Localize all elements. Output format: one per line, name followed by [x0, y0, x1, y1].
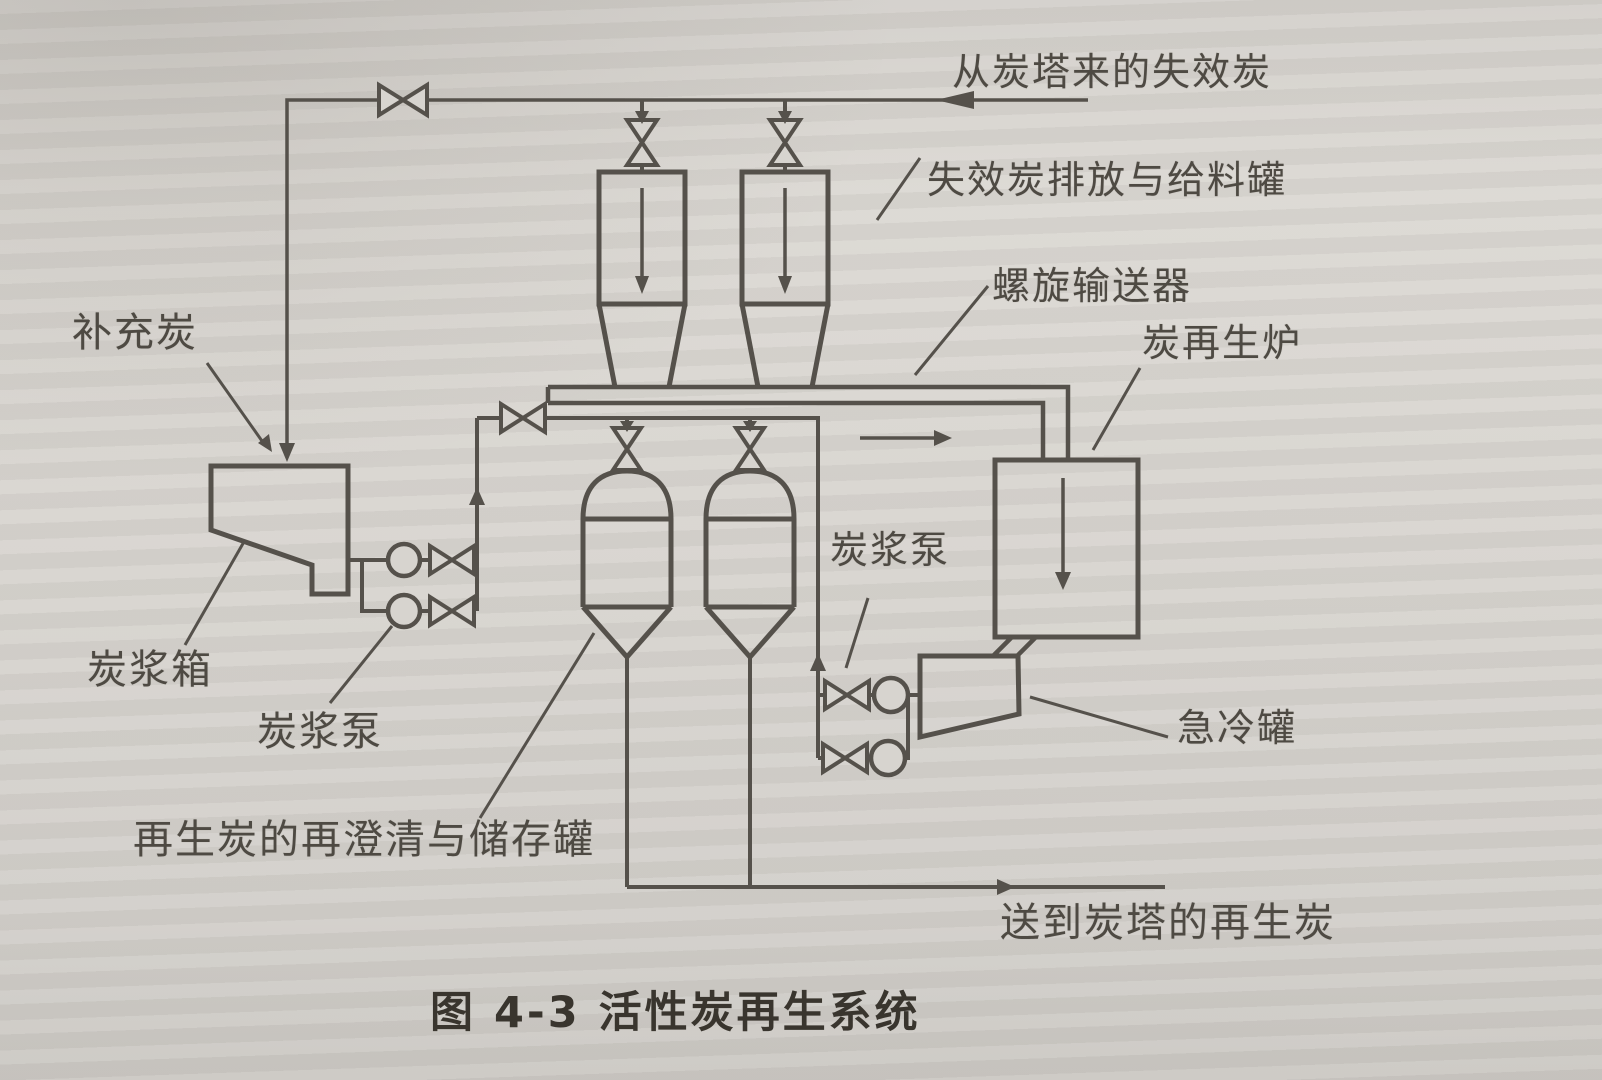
- valve-top-left: [377, 81, 429, 119]
- arrowhead-up: [469, 487, 485, 505]
- pump-icon: [385, 541, 423, 579]
- leader-quench-tank: [1029, 695, 1169, 739]
- slurry-pump-group-left: [348, 541, 476, 630]
- slurry-pump-group-right: [818, 675, 920, 778]
- label-slurry-pump-left: 炭浆泵: [257, 709, 383, 755]
- label-reclarification-storage-tank: 再生炭的再澄清与储存罐: [133, 817, 595, 863]
- leader-slurry-pump-right: [844, 597, 870, 669]
- arrowhead-down: [635, 111, 649, 124]
- pump-icon: [868, 738, 908, 778]
- pump-icon: [385, 592, 423, 630]
- leader-storage-tank: [478, 632, 596, 819]
- label-spent-carbon-discharge-feed-tank: 失效炭排放与给料罐: [927, 158, 1288, 202]
- valve-icon: [499, 400, 547, 436]
- storage-tank-1: [580, 418, 674, 887]
- label-spent-carbon-from-tower: 从炭塔来的失效炭: [952, 50, 1273, 94]
- arrowhead-right: [997, 879, 1015, 895]
- leader-slurry-tank: [183, 539, 247, 646]
- valve-icon: [823, 677, 871, 713]
- outlet-pipe: [627, 879, 1165, 895]
- slurry-tank-shape: [208, 463, 351, 597]
- pipe-spent-carbon-inlet: [279, 91, 1088, 462]
- label-slurry-tank: 炭浆箱: [87, 647, 213, 693]
- leader-feed-tank: [875, 157, 922, 221]
- arrowhead-left: [936, 91, 974, 109]
- valve-icon: [428, 542, 476, 578]
- leader-slurry-pump-left: [328, 625, 394, 704]
- pump-icon: [871, 675, 911, 715]
- label-regenerated-carbon-to-tower: 送到炭塔的再生炭: [1000, 900, 1336, 946]
- feed-tank-1: [596, 100, 688, 388]
- label-makeup-carbon: 补充炭: [72, 310, 198, 356]
- figure-caption: 图 4-3 活性炭再生系统: [430, 988, 921, 1038]
- arrowhead-down: [620, 421, 634, 432]
- arrowhead-down: [778, 111, 792, 124]
- screw-conveyor-shape: [545, 384, 1071, 460]
- valve-icon: [623, 118, 661, 167]
- arrowhead-up: [810, 653, 826, 671]
- label-quench-tank: 急冷罐: [1177, 706, 1298, 750]
- quench-tank-shape: [917, 653, 1022, 741]
- leader-makeup-carbon: [205, 362, 272, 452]
- arrowhead-down: [743, 421, 757, 432]
- label-screw-conveyor: 螺旋输送器: [992, 264, 1193, 308]
- valve-icon: [766, 118, 804, 167]
- regeneration-furnace: [992, 457, 1141, 640]
- leader-furnace: [1091, 367, 1142, 451]
- riser-pipe-left: [469, 418, 485, 611]
- arrowhead-down: [279, 443, 295, 462]
- leader-screw-conveyor: [913, 285, 990, 376]
- label-slurry-pump-right: 炭浆泵: [830, 528, 951, 572]
- valve-icon: [428, 593, 476, 629]
- storage-tank-2: [703, 418, 797, 887]
- distribution-pipe: [477, 400, 826, 758]
- flow-arrow-to-furnace: [860, 430, 952, 446]
- leader-lines: [183, 157, 1169, 819]
- label-regeneration-furnace: 炭再生炉: [1142, 321, 1303, 365]
- valve-icon: [821, 740, 869, 776]
- valve-icon: [732, 426, 768, 472]
- valve-icon: [609, 426, 645, 472]
- feed-tank-2: [739, 100, 831, 388]
